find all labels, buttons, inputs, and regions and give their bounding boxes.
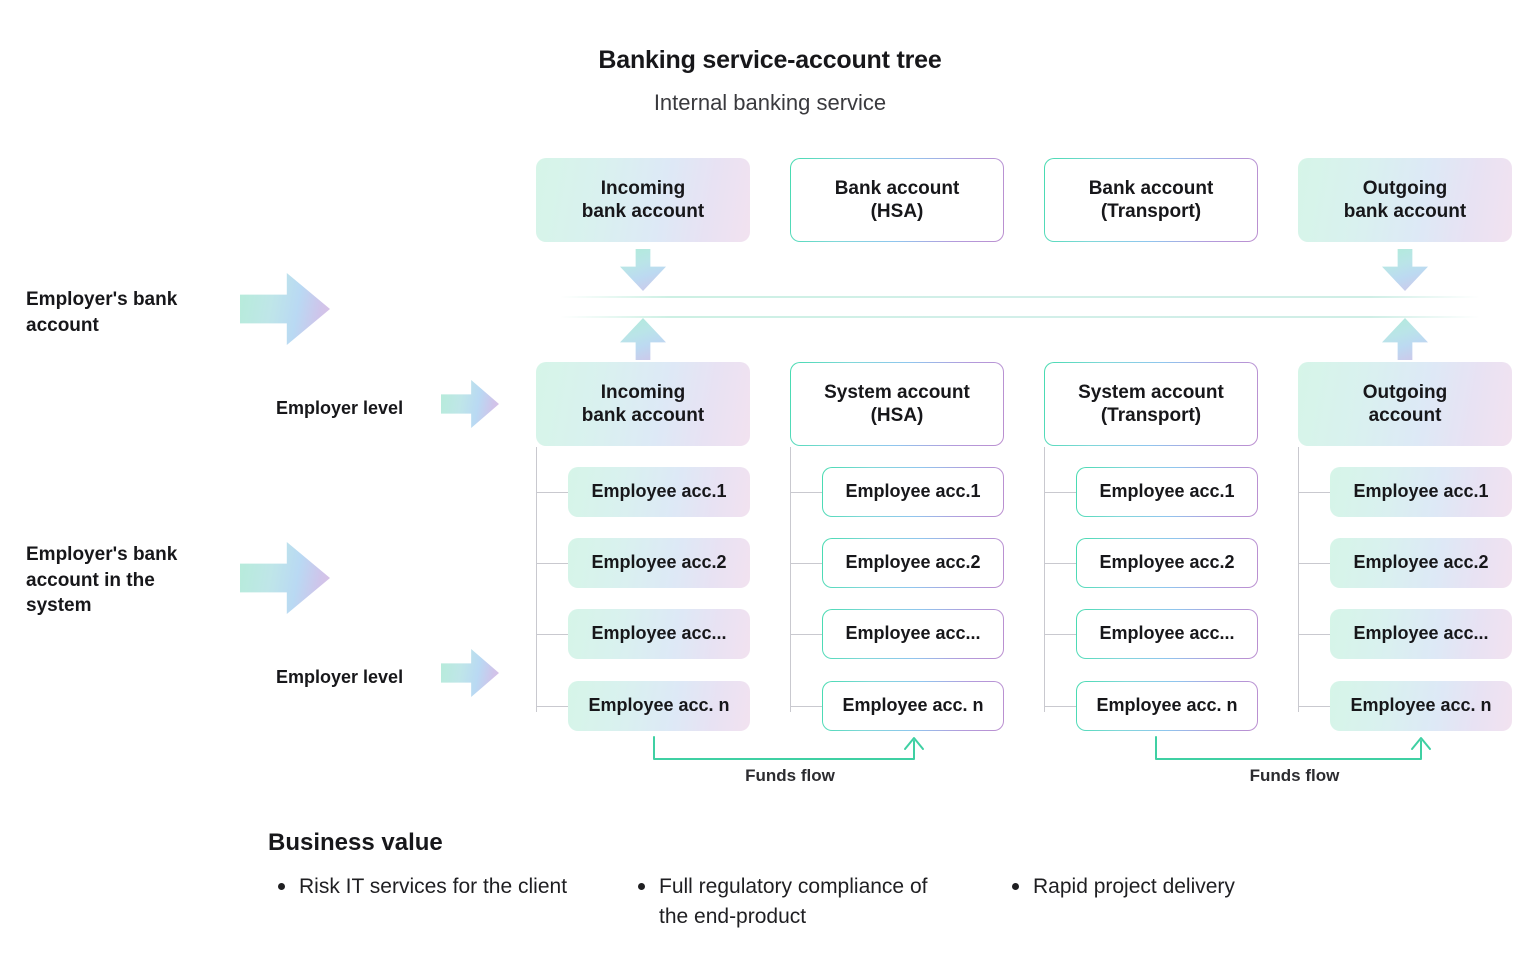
business-value-item-text: Risk IT services for the client (299, 875, 568, 898)
tree-stub (1044, 706, 1076, 708)
bank-node-hsa-label: Bank account (HSA) (834, 177, 960, 222)
employee-node-label: Employee acc. n (842, 695, 984, 716)
divider-lower (560, 316, 1480, 318)
tree-stub (1044, 563, 1076, 565)
bullet-icon (1012, 883, 1019, 890)
employee-node-label: Employee acc.1 (1099, 481, 1235, 502)
arrow-right-icon-employer-level-top (441, 380, 499, 428)
employee-node-label: Employee acc.1 (845, 481, 981, 502)
bank-node-outgoing[interactable]: Outgoing bank account (1298, 158, 1512, 242)
tree-stub (1044, 634, 1076, 636)
employee-node-label: Employee acc.1 (1353, 481, 1489, 502)
side-label-employer-bank-account-in-system: Employer's bank account in the system (26, 544, 178, 617)
system-node-transport[interactable]: System account (Transport) (1044, 362, 1258, 446)
business-value-item-1: Risk IT services for the client (278, 872, 628, 902)
bank-node-outgoing-label: Outgoing bank account (1343, 177, 1467, 222)
arrow-down-icon-outgoing (1382, 249, 1428, 291)
tree-stub (536, 634, 568, 636)
tree-stub (1298, 706, 1330, 708)
employee-node-incoming-3[interactable]: Employee acc... (568, 609, 750, 659)
employee-node-incoming-n[interactable]: Employee acc. n (568, 681, 750, 731)
system-node-incoming[interactable]: Incoming bank account (536, 362, 750, 446)
tree-spine-hsa (790, 447, 792, 712)
bullet-icon (278, 883, 285, 890)
employee-node-label: Employee acc. n (588, 695, 730, 716)
tree-stub (536, 492, 568, 494)
arrow-down-icon-incoming (620, 249, 666, 291)
employee-node-outgoing-n[interactable]: Employee acc. n (1330, 681, 1512, 731)
arrow-right-icon-employer-level-bottom (441, 649, 499, 697)
tree-stub (1298, 563, 1330, 565)
employee-node-transport-3[interactable]: Employee acc... (1076, 609, 1258, 659)
tree-spine-transport (1044, 447, 1046, 712)
funds-flow-label-right: Funds flow (1249, 766, 1340, 785)
employee-node-incoming-2[interactable]: Employee acc.2 (568, 538, 750, 588)
tree-spine-outgoing (1298, 447, 1300, 712)
funds-flow-connector-right (1155, 736, 1431, 760)
tree-stub (790, 634, 822, 636)
divider-upper (560, 296, 1480, 298)
employee-node-hsa-2[interactable]: Employee acc.2 (822, 538, 1004, 588)
bank-node-transport-label: Bank account (Transport) (1088, 177, 1214, 222)
bullet-icon (638, 883, 645, 890)
bank-node-incoming[interactable]: Incoming bank account (536, 158, 750, 242)
employee-node-label: Employee acc... (1353, 623, 1489, 644)
employee-node-outgoing-2[interactable]: Employee acc.2 (1330, 538, 1512, 588)
tree-stub (536, 706, 568, 708)
system-node-hsa-label: System account (HSA) (824, 381, 970, 426)
employee-node-label: Employee acc... (591, 623, 727, 644)
system-node-outgoing[interactable]: Outgoing account (1298, 362, 1512, 446)
employee-node-label: Employee acc... (845, 623, 981, 644)
funds-flow-label-left: Funds flow (745, 766, 835, 785)
system-node-incoming-label: Incoming bank account (581, 381, 705, 426)
arrow-right-icon-employer-bank-account (240, 273, 330, 345)
employee-node-label: Employee acc.2 (1353, 552, 1489, 573)
employee-node-label: Employee acc.2 (845, 552, 981, 573)
employee-node-label: Employee acc. n (1350, 695, 1492, 716)
business-value-item-text: Full regulatory compliance of the end-pr… (659, 875, 928, 928)
employee-node-transport-n[interactable]: Employee acc. n (1076, 681, 1258, 731)
business-value-item-2: Full regulatory compliance of the end-pr… (638, 872, 998, 932)
bank-node-hsa[interactable]: Bank account (HSA) (790, 158, 1004, 242)
employee-node-transport-2[interactable]: Employee acc.2 (1076, 538, 1258, 588)
business-value-item-3: Rapid project delivery (1012, 872, 1332, 902)
funds-flow-connector-left (653, 736, 924, 760)
employee-node-transport-1[interactable]: Employee acc.1 (1076, 467, 1258, 517)
side-label-employer-bank-account: Employer's bank account (26, 289, 178, 336)
employee-node-label: Employee acc... (1099, 623, 1235, 644)
business-value-title: Business value (268, 829, 443, 856)
arrow-right-icon-employer-bank-account-in-system (240, 542, 330, 614)
system-node-outgoing-label: Outgoing account (1362, 381, 1448, 426)
employee-node-label: Employee acc.2 (591, 552, 727, 573)
employee-node-outgoing-1[interactable]: Employee acc.1 (1330, 467, 1512, 517)
tree-stub (1044, 492, 1076, 494)
bank-node-transport[interactable]: Bank account (Transport) (1044, 158, 1258, 242)
employee-node-hsa-1[interactable]: Employee acc.1 (822, 467, 1004, 517)
employee-node-incoming-1[interactable]: Employee acc.1 (568, 467, 750, 517)
tree-spine-incoming (536, 447, 538, 712)
tree-stub (790, 706, 822, 708)
employee-node-hsa-3[interactable]: Employee acc... (822, 609, 1004, 659)
side-label-employer-level-top: Employer level (276, 398, 404, 418)
system-node-transport-label: System account (Transport) (1078, 381, 1224, 426)
tree-stub (790, 492, 822, 494)
bank-node-incoming-label: Incoming bank account (581, 177, 705, 222)
arrow-up-icon-outgoing (1382, 318, 1428, 360)
employee-node-label: Employee acc.1 (591, 481, 727, 502)
tree-stub (536, 563, 568, 565)
business-value-item-text: Rapid project delivery (1033, 875, 1235, 898)
employee-node-hsa-n[interactable]: Employee acc. n (822, 681, 1004, 731)
employee-node-label: Employee acc. n (1096, 695, 1238, 716)
employee-node-outgoing-3[interactable]: Employee acc... (1330, 609, 1512, 659)
tree-stub (790, 563, 822, 565)
arrow-up-icon-incoming (620, 318, 666, 360)
page-title: Banking service-account tree (598, 46, 942, 74)
page-subtitle: Internal banking service (653, 90, 887, 115)
side-label-employer-level-bottom: Employer level (276, 667, 404, 687)
tree-stub (1298, 634, 1330, 636)
employee-node-label: Employee acc.2 (1099, 552, 1235, 573)
system-node-hsa[interactable]: System account (HSA) (790, 362, 1004, 446)
tree-stub (1298, 492, 1330, 494)
